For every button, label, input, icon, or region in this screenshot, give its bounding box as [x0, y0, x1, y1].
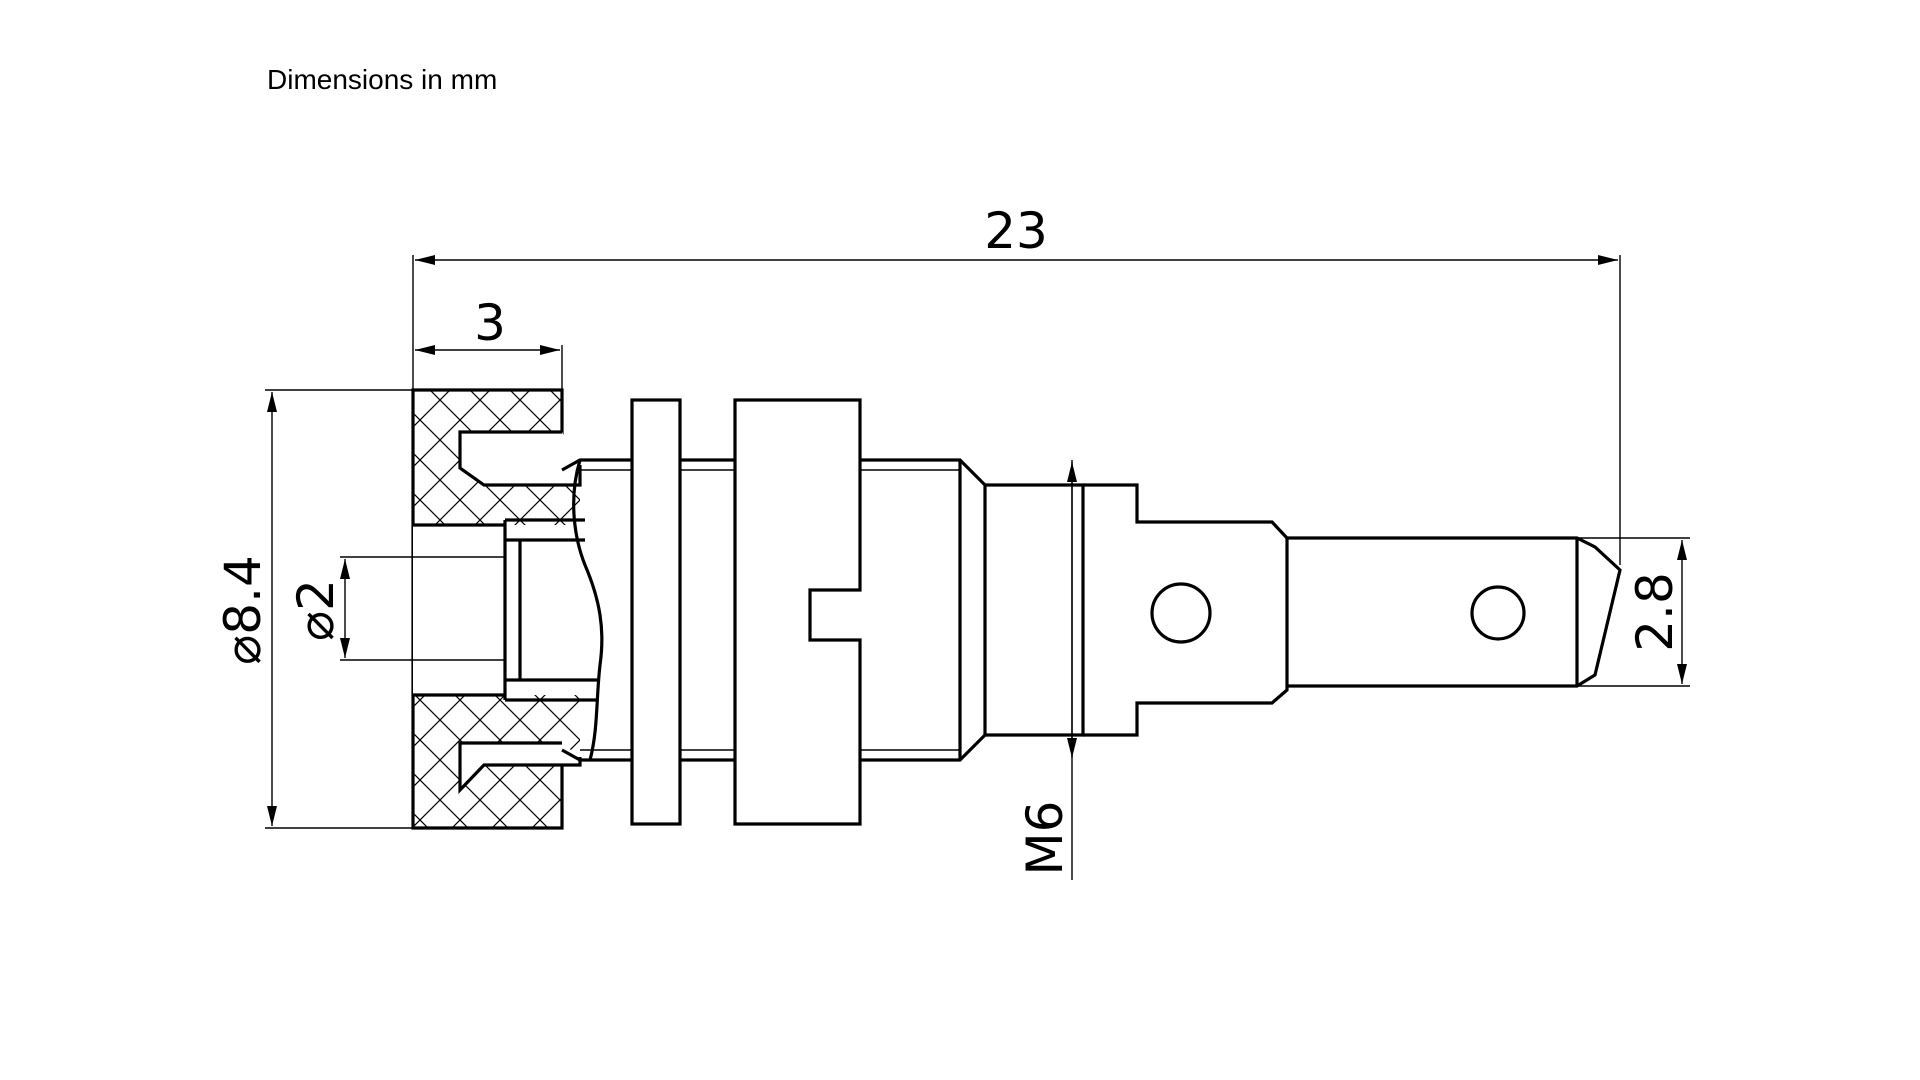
contact-sleeve: [503, 458, 632, 762]
dim-cap-length: [415, 345, 563, 390]
clip-pocket-top: [458, 430, 582, 487]
dim-overall-length: [412, 255, 1621, 565]
dim-outer-diameter: [265, 389, 413, 829]
dimensions-caption: Dimensions in mm: [267, 64, 498, 95]
dim-bore-diameter-label: ⌀2: [287, 579, 345, 641]
threaded-shank: [860, 458, 1085, 762]
dim-tab-width-label: 2.8: [1626, 572, 1684, 652]
dim-thread-label: M6: [1016, 801, 1074, 876]
dim-tab-width: [1577, 537, 1690, 687]
washer: [630, 398, 682, 826]
dim-cap-length-label: 3: [474, 294, 506, 352]
break-line: [572, 459, 604, 761]
nut: [733, 398, 862, 826]
flat-tab: [1083, 483, 1622, 737]
tab-hole-1: [1150, 582, 1212, 644]
dim-outer-diameter-label: ⌀8.4: [214, 555, 272, 665]
clip-pocket-bottom: [458, 741, 582, 794]
insulating-cap: [411, 388, 582, 830]
inner-bore: [503, 518, 600, 702]
dim-overall-length-label: 23: [984, 202, 1048, 260]
dim-bore-diameter: [340, 556, 505, 661]
tab-hole-2: [1470, 585, 1526, 641]
